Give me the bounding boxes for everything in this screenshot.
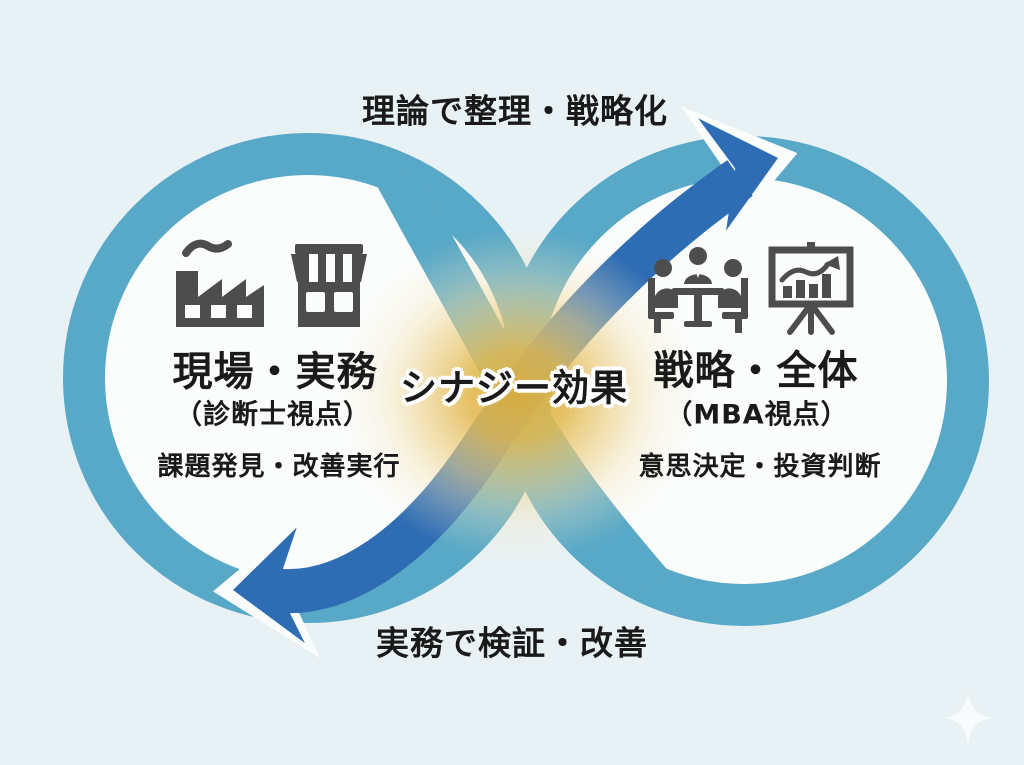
right-node-detail: 意思決定・投資判断 [638,452,882,482]
meeting-icon [648,247,748,333]
top-flow-label: 理論で整理・戦略化 [362,91,668,131]
bottom-flow-label: 実務で検証・改善 [376,623,648,663]
sparkle-icon [945,691,993,745]
synergy-glow [336,230,700,560]
storefront-icon [291,244,367,327]
right-node-subtitle: （MBA視点） [665,399,849,431]
top-right-arrowhead [697,118,778,231]
left-node-title: 現場・実務 [172,349,378,395]
synergy-center-label: シナジー効果 [400,366,628,410]
presentation-chart-icon [768,242,854,335]
left-node-detail: 課題発見・改善実行 [157,452,401,482]
factory-icon [176,239,264,327]
right-node-title: 戦略・全体 [653,348,859,394]
left-node-subtitle: （診断士視点） [175,399,371,431]
bottom-left-arrowhead [233,527,305,644]
